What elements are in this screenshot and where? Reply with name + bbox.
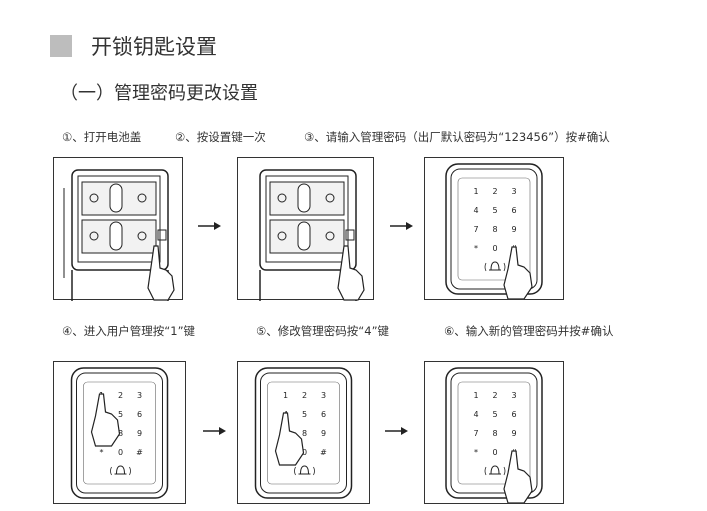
arrow-2	[390, 221, 414, 231]
pointing-hand-icon	[503, 450, 533, 503]
keypad-key: 2	[492, 187, 497, 196]
right-arrow-icon	[203, 427, 226, 435]
keypad-key: 6	[511, 410, 516, 419]
doorbell-icon	[110, 465, 131, 476]
keypad-key: 7	[473, 429, 478, 438]
keypad-key: #	[136, 448, 143, 457]
keypad-key: 0	[118, 448, 123, 457]
keypad-key: 8	[118, 429, 123, 438]
doorbell-icon	[484, 261, 506, 272]
arrow-1	[198, 221, 222, 231]
keypad-key: 1	[473, 187, 478, 196]
keypad-key: 9	[137, 429, 142, 438]
keypad-key: 3	[511, 391, 516, 400]
arrow-4	[385, 426, 409, 436]
keypad-key: 7	[473, 225, 478, 234]
keypad-key: 9	[511, 225, 516, 234]
step-6-text: ⑥、输入新的管理密码并按#确认	[444, 324, 614, 338]
pointing-hand-icon	[503, 246, 533, 299]
keypad-key: 5	[118, 410, 123, 419]
keypad-key: 3	[321, 391, 326, 400]
doorbell-icon	[484, 465, 506, 476]
keypad-key: 1	[473, 391, 478, 400]
pointing-hand-icon	[337, 245, 365, 301]
right-arrow-icon	[385, 427, 408, 435]
keypad-key: 5	[492, 206, 497, 215]
keypad-key: 8	[302, 429, 307, 438]
keypad-key: #	[320, 448, 327, 457]
keypad-key: 5	[302, 410, 307, 419]
battery-compartment-illustration	[259, 169, 357, 301]
keypad-key: 9	[321, 429, 326, 438]
arrow-3	[203, 426, 227, 436]
keypad-key: 0	[492, 448, 497, 457]
doorbell-icon	[294, 465, 315, 476]
battery-compartment-illustration	[63, 169, 169, 301]
keypad-key: 2	[492, 391, 497, 400]
step-2-text: ②、按设置键一次	[175, 130, 266, 144]
keypad-key: *	[100, 448, 104, 457]
step-1-text: ①、打开电池盖	[62, 130, 142, 144]
keypad-key: 6	[137, 410, 142, 419]
title-marker	[50, 35, 72, 57]
keypad-key: 8	[492, 225, 497, 234]
keypad-key: 2	[302, 391, 307, 400]
keypad-key: 6	[511, 206, 516, 215]
keypad-key: *	[474, 244, 478, 253]
pointing-hand-icon	[147, 245, 175, 301]
right-arrow-icon	[198, 222, 221, 230]
pointing-hand-icon	[274, 412, 305, 466]
keypad-key: 4	[473, 206, 478, 215]
keypad-key: 6	[321, 410, 326, 419]
keypad-key: *	[474, 448, 478, 457]
keypad-key: 4	[473, 410, 478, 419]
step-5-text: ⑤、修改管理密码按“4”键	[256, 324, 390, 338]
step-4-text: ④、进入用户管理按“1”键	[62, 324, 196, 338]
page-title: 开锁钥匙设置	[91, 35, 217, 59]
panel-press-set-key	[237, 157, 374, 301]
keypad-key: 3	[511, 187, 516, 196]
keypad-key: 9	[511, 429, 516, 438]
right-arrow-icon	[390, 222, 413, 230]
keypad-key: 5	[492, 410, 497, 419]
keypad-key: 0	[492, 244, 497, 253]
step-3-text: ③、请输入管理密码（出厂默认密码为“123456”）按#确认	[304, 130, 610, 144]
keypad-key: 8	[492, 429, 497, 438]
keypad-key: 2	[118, 391, 123, 400]
keypad-key: 1	[283, 391, 288, 400]
keypad-key: 0	[302, 448, 307, 457]
pointing-hand-icon	[90, 393, 121, 447]
keypad-key: 3	[137, 391, 142, 400]
section-subtitle: （一）管理密码更改设置	[60, 83, 258, 104]
panel-battery-open	[53, 157, 183, 301]
